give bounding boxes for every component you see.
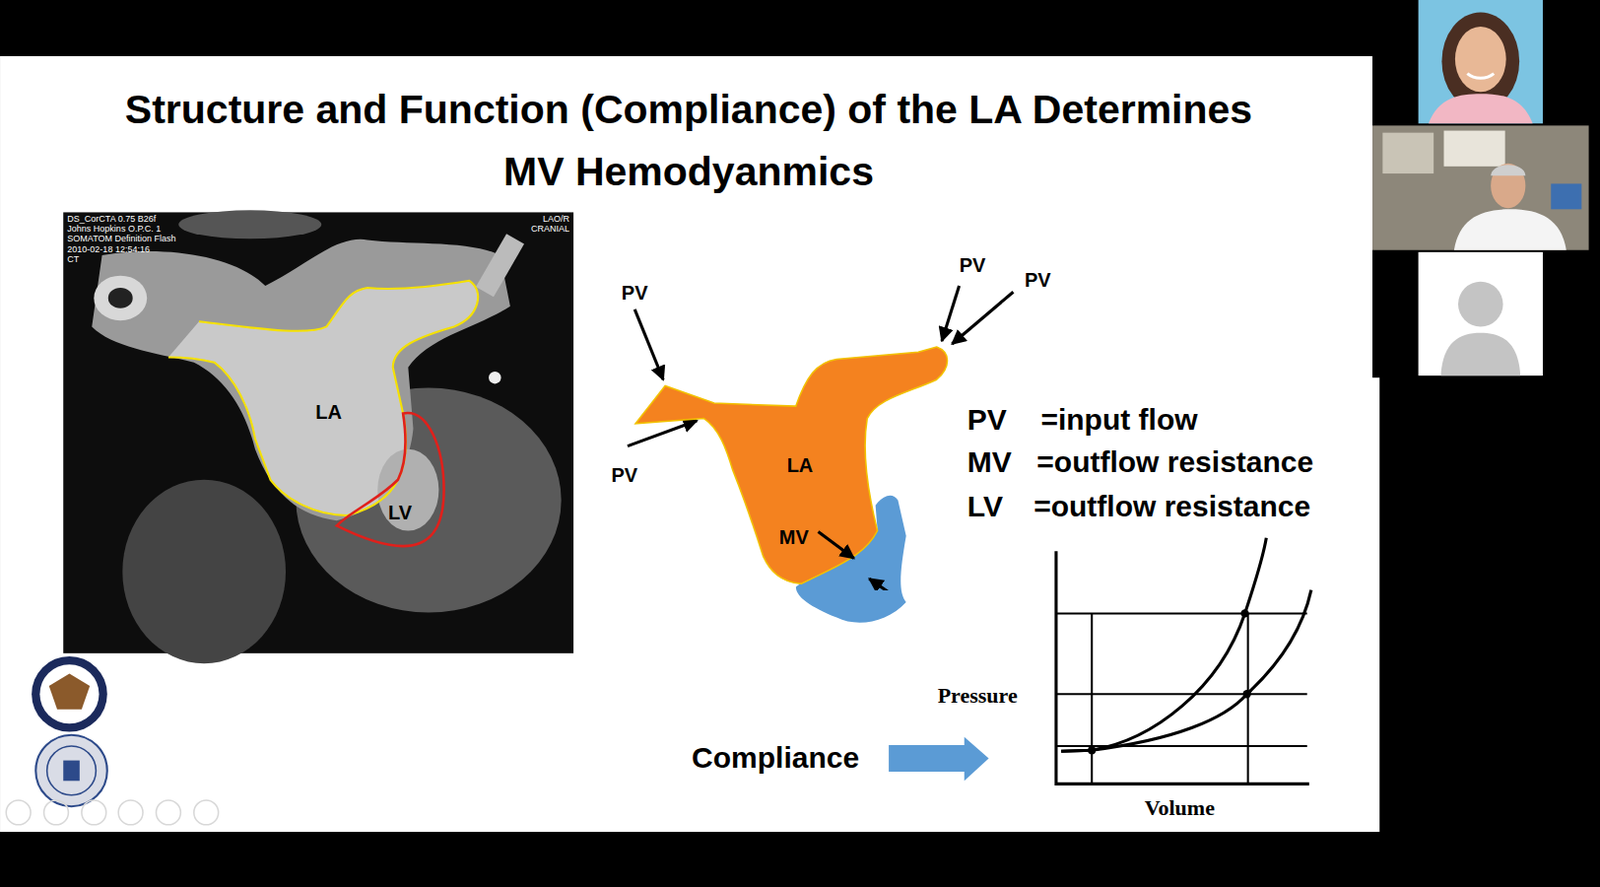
view-info: LAO/R [542, 213, 570, 223]
scan-info: DS_CorCTA 0.75 B26f [66, 213, 156, 223]
key-term: MV [967, 447, 1012, 477]
scan-info: SOMATOM Definition Flash [66, 234, 176, 244]
chamber-label: LV [388, 502, 412, 523]
chamber-label: LA [787, 455, 814, 475]
concept-label: Compliance [691, 742, 860, 773]
axis-label: Volume [1144, 797, 1215, 819]
key-definition: =outflow resistance [1036, 447, 1314, 477]
left-atrium-shape: LA MV [632, 344, 954, 591]
scan-info: Johns Hopkins O.P.C. 1 [66, 224, 161, 234]
scan-info: 2010-02-18 12:54:16 [66, 244, 150, 254]
key-term: PV [967, 404, 1007, 435]
key-definition: =input flow [1040, 404, 1198, 435]
scan-info: CT [66, 255, 79, 265]
key-definition: =outflow resistance [1033, 491, 1311, 522]
vein-label: PV [959, 255, 987, 275]
slide-title: Structure and Function (Compliance) of t… [97, 78, 1280, 203]
vein-label: PV [611, 465, 639, 485]
vein-label: PV [1024, 269, 1052, 290]
vein-label: PV [621, 282, 649, 303]
valve-label: MV [779, 527, 809, 547]
axis-label: Pressure [937, 684, 1018, 707]
view-info: CRANIAL [531, 224, 570, 234]
chamber-label: LA [315, 401, 342, 422]
key-term: LV [967, 491, 1003, 522]
